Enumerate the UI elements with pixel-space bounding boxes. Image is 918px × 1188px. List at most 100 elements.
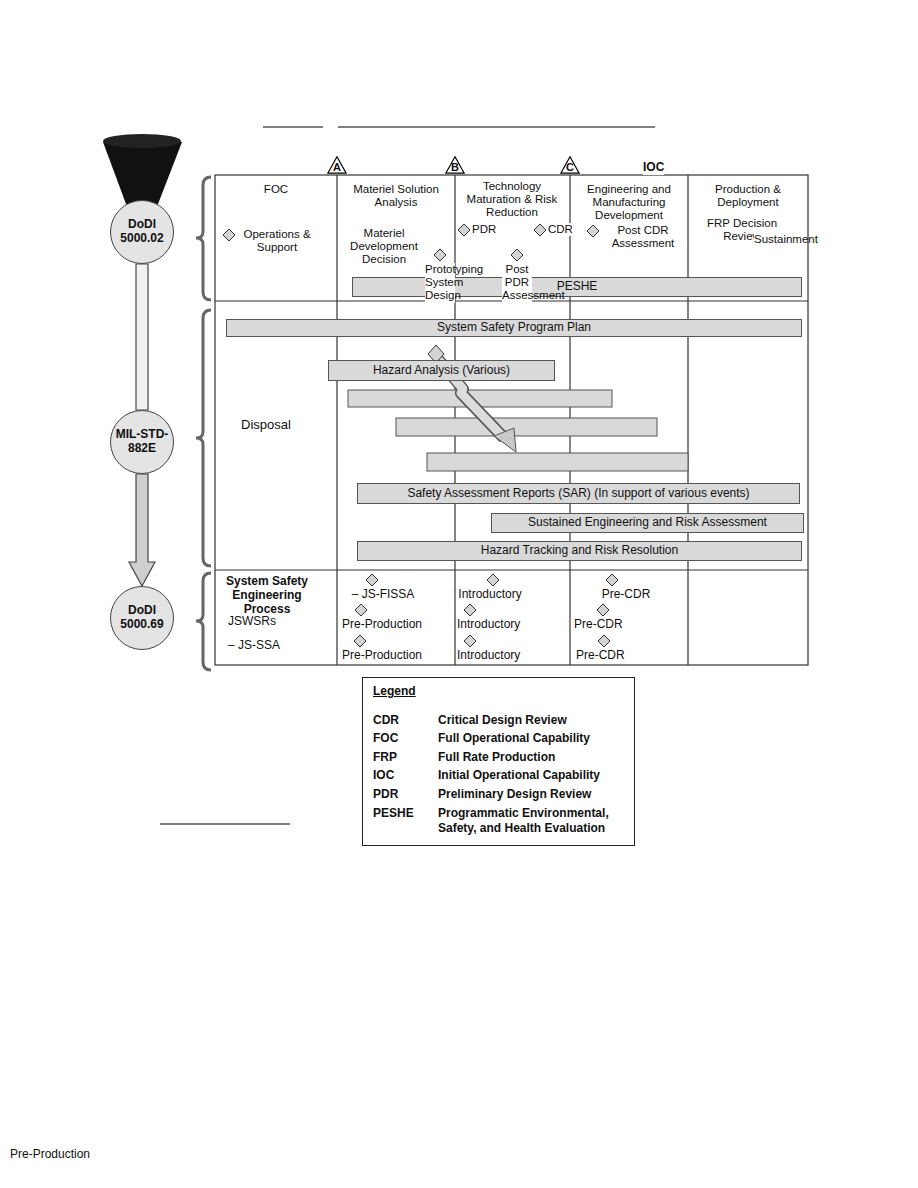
flow-connector bbox=[129, 474, 155, 586]
milestone-triangle: B bbox=[445, 156, 465, 174]
curly-bracket bbox=[196, 177, 211, 300]
triangle-shape bbox=[561, 157, 579, 173]
footnote-rule bbox=[160, 824, 290, 825]
policy-name: DoDI 5000.69 bbox=[115, 604, 169, 632]
milestone-diamond bbox=[223, 229, 235, 241]
milestone-letter: C bbox=[560, 162, 580, 173]
milestone-diamond bbox=[597, 604, 609, 616]
milestone-label: Prototyping System Design bbox=[425, 263, 455, 303]
review-stage: Pre-Production bbox=[342, 618, 422, 632]
legend-definition: Initial Operational Capability bbox=[438, 768, 624, 784]
legend-definition: Critical Design Review bbox=[438, 713, 624, 729]
row-label: – JS-SSA bbox=[228, 639, 280, 653]
bar-label: System Safety Program Plan bbox=[231, 321, 797, 335]
milestone-diamond bbox=[487, 574, 499, 586]
legend-abbreviation: PESHE bbox=[373, 806, 438, 837]
legend-abbreviation: CDR bbox=[373, 713, 438, 729]
bar-label: Sustained Engineering and Risk Assessmen… bbox=[496, 516, 799, 530]
review-stage: Pre-CDR bbox=[602, 588, 651, 602]
milestone-diamond bbox=[464, 604, 476, 616]
capability-marker: IOC bbox=[643, 161, 664, 175]
activity-bar: PESHE bbox=[352, 277, 802, 297]
bar-label: Hazard Tracking and Risk Resolution bbox=[362, 544, 797, 558]
legend-definition: Full Operational Capability bbox=[438, 731, 624, 747]
review-stage: Pre-Production bbox=[10, 1148, 90, 1162]
flow-arrow bbox=[494, 428, 516, 452]
milestone-label: Post CDR Assessment bbox=[600, 224, 686, 250]
capability-marker: FOC bbox=[264, 183, 288, 196]
legend-box: LegendCDRCritical Design ReviewFOCFull O… bbox=[362, 677, 635, 846]
legend-abbreviation: PDR bbox=[373, 787, 438, 803]
legend-definition: Preliminary Design Review bbox=[438, 787, 624, 803]
review-stage: Introductory bbox=[457, 618, 520, 632]
row-heading: JSWSRs bbox=[228, 615, 276, 629]
phase-grid bbox=[215, 175, 808, 665]
activity-bar: System Safety Program Plan bbox=[226, 319, 802, 337]
legend-definition: Programmatic Environmental, Safety, and … bbox=[438, 806, 624, 837]
phase-name: Engineering and Manufacturing Developmen… bbox=[573, 183, 685, 223]
empty-bar bbox=[348, 390, 688, 471]
bar-label: Safety Assessment Reports (SAR) (In supp… bbox=[362, 487, 795, 501]
process-label: System Safety Engineering Process bbox=[222, 575, 312, 616]
phase-grid bbox=[215, 175, 808, 665]
review-stage: Pre-CDR bbox=[576, 649, 625, 663]
phase-grid bbox=[215, 569, 808, 570]
milestone-label: Post PDR Assessment bbox=[502, 263, 532, 303]
phase-name: Operations & Support bbox=[240, 228, 314, 254]
milestone-triangle: A bbox=[327, 156, 347, 174]
milestone-diamond bbox=[598, 635, 610, 647]
milestone-diamond bbox=[464, 635, 476, 647]
milestone-diamond bbox=[534, 224, 546, 236]
policy-circle: DoDI 5000.02 bbox=[110, 200, 174, 264]
activity-label: Sustainment bbox=[754, 233, 806, 246]
phase-name: Technology Maturation & Risk Reduction bbox=[457, 180, 567, 220]
review-stage: Pre-CDR bbox=[574, 618, 623, 632]
milestone-diamond bbox=[354, 635, 366, 647]
curly-bracket bbox=[196, 177, 211, 670]
row-label: – JS-FISSA bbox=[352, 588, 415, 602]
milestone-triangle: C bbox=[560, 156, 580, 174]
review-stage: Pre-Production bbox=[342, 649, 422, 663]
title-underline bbox=[263, 127, 655, 128]
policy-name: MIL-STD-882E bbox=[115, 428, 169, 456]
bar-label: Hazard Analysis (Various) bbox=[333, 364, 550, 378]
legend-definition: Full Rate Production bbox=[438, 750, 624, 766]
flow-connector bbox=[136, 264, 148, 410]
milestone-letter: A bbox=[327, 162, 347, 173]
review-label: CDR bbox=[548, 223, 573, 236]
phase-name: Production & Deployment bbox=[691, 183, 805, 209]
milestone-letter: B bbox=[445, 162, 465, 173]
title-underline bbox=[338, 127, 655, 128]
milestone-label: Materiel Development Decision bbox=[342, 227, 426, 267]
title-underline bbox=[263, 127, 323, 128]
phase-grid bbox=[336, 175, 337, 665]
milestone-diamond bbox=[587, 225, 599, 237]
funnel bbox=[103, 134, 182, 204]
bar-label: PESHE bbox=[357, 280, 797, 294]
activity-bar: Hazard Analysis (Various) bbox=[328, 360, 555, 381]
activity-label: Disposal bbox=[241, 418, 291, 433]
review-stage: Introductory bbox=[458, 588, 521, 602]
legend-abbreviation: FRP bbox=[373, 750, 438, 766]
milestone-diamond bbox=[434, 249, 446, 261]
triangle-shape bbox=[328, 157, 346, 173]
curly-bracket bbox=[196, 310, 211, 566]
legend-abbreviation: IOC bbox=[373, 768, 438, 784]
milestone-diamond bbox=[511, 249, 523, 261]
phase-grid bbox=[687, 175, 688, 665]
empty-bar bbox=[427, 453, 688, 471]
policy-name: DoDI 5000.02 bbox=[115, 218, 169, 246]
milestone-diamond bbox=[366, 574, 378, 586]
review-label: PDR bbox=[472, 223, 496, 236]
activity-bar: Sustained Engineering and Risk Assessmen… bbox=[491, 513, 804, 533]
activity-bar: Safety Assessment Reports (SAR) (In supp… bbox=[357, 483, 800, 504]
empty-bar bbox=[396, 418, 657, 436]
milestone-diamond bbox=[355, 604, 367, 616]
legend-abbreviation: FOC bbox=[373, 731, 438, 747]
milestone-diamond bbox=[458, 224, 470, 236]
triangle-shape bbox=[446, 157, 464, 173]
legend-title: Legend bbox=[373, 684, 624, 700]
policy-circle: DoDI 5000.69 bbox=[110, 586, 174, 650]
review-stage: Introductory bbox=[457, 649, 520, 663]
footnote-rule bbox=[160, 824, 290, 825]
